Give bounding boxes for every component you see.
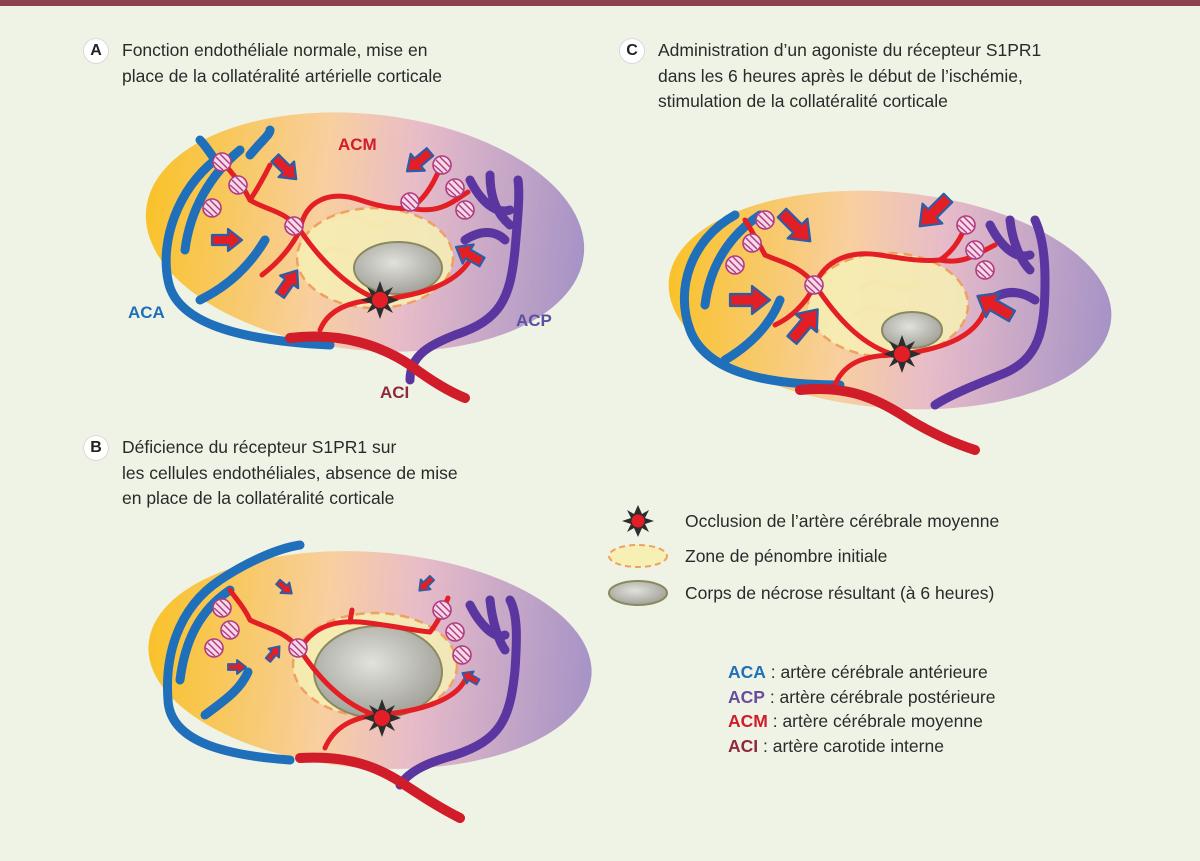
panel-b-line-3: en place de la collatéralité corticale [122, 488, 395, 508]
panel-b-caption: B Déficience du récepteur S1PR1 sur les … [84, 435, 458, 512]
aca-artery [161, 125, 335, 350]
acp-artery [405, 170, 524, 385]
abbreviation-list: ACA : artère cérébrale antérieure ACP : … [728, 660, 996, 758]
legend-necrosis: Corps de nécrose résultant (à 6 heures) [603, 578, 994, 608]
panel-c-caption: C Administration d’un agoniste du récept… [620, 38, 1041, 115]
legend-occlusion: Occlusion de l’artère cérébrale moyenne [603, 503, 999, 539]
label-aci: ACI [380, 383, 409, 402]
penumbra-zone-icon [603, 542, 673, 570]
collateral-flow-arrows [227, 574, 481, 686]
legend-penumbra-text: Zone de pénombre initiale [685, 545, 888, 566]
collateral-flow-arrows [210, 147, 486, 299]
panel-a-line-1: Fonction endothéliale normale, mise en [122, 40, 428, 60]
legend-necrosis-text: Corps de nécrose résultant (à 6 heures) [685, 582, 995, 603]
panel-b-diagram [148, 540, 592, 823]
aca-artery [679, 210, 845, 390]
panel-b-line-1: Déficience du récepteur S1PR1 sur [122, 437, 397, 457]
panel-c-line-1: Administration d’un agoniste du récepteu… [658, 40, 1042, 60]
abbr-acp: ACP : artère cérébrale postérieure [728, 686, 996, 707]
abbr-aca: ACA : artère cérébrale antérieure [728, 662, 988, 682]
legend-penumbra: Zone de pénombre initiale [603, 542, 887, 570]
abbr-aci: ACI : artère carotide interne [728, 735, 944, 756]
panel-c-diagram [668, 190, 1112, 455]
panel-b-line-2: les cellules endothéliales, absence de m… [122, 462, 458, 483]
necrosis-core [313, 625, 443, 719]
panel-a-badge: A [84, 39, 108, 63]
panel-a-caption: A Fonction endothéliale normale, mise en… [84, 38, 442, 89]
necrosis-core [353, 241, 443, 295]
aci-artery [295, 752, 465, 823]
label-acp: ACP [516, 311, 552, 330]
top-border-bar [0, 0, 1200, 6]
panel-c-line-3: stimulation de la collatéralité cortical… [658, 91, 948, 111]
panel-b-badge: B [84, 436, 108, 460]
panel-a-line-2: place de la collatéralité artérielle cor… [122, 65, 443, 86]
panel-c-line-2: dans les 6 heures après le début de l’is… [658, 65, 1023, 86]
abbr-acm: ACM : artère cérébrale moyenne [728, 711, 983, 731]
necrosis-core-icon [603, 578, 673, 608]
aci-artery [285, 331, 470, 403]
aca-artery [163, 540, 305, 765]
label-acm: ACM [338, 135, 377, 154]
label-aca: ACA [128, 303, 165, 322]
panel-a-diagram: ACA ACM ACP ACI [128, 112, 585, 403]
aci-artery [795, 384, 980, 455]
panel-c-badge: C [620, 39, 644, 63]
legend-occlusion-text: Occlusion de l’artère cérébrale moyenne [685, 510, 1000, 531]
occlusion-star-icon [603, 503, 673, 539]
necrosis-core [881, 311, 943, 349]
collateral-flow-arrows [728, 192, 1017, 345]
acp-artery [395, 595, 521, 790]
